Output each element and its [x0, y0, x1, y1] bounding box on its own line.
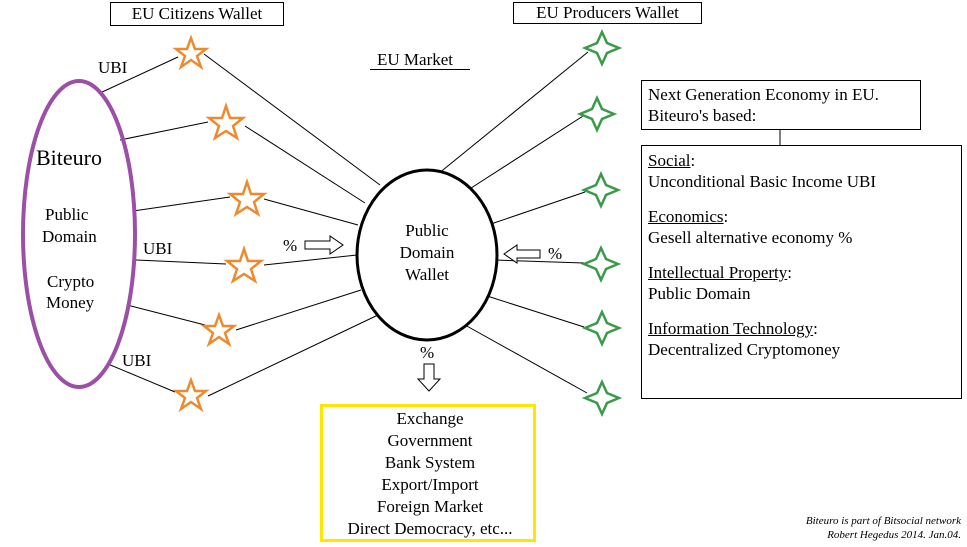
eu-market-underline — [370, 69, 470, 70]
producer-connector-4 — [494, 259, 585, 264]
outlets-box — [320, 404, 536, 542]
wallet-line: Public — [405, 221, 449, 240]
ellipse-to-star-3 — [132, 196, 231, 212]
credit-note: Biteuro is part of Bitsocial network Rob… — [806, 514, 961, 542]
next-generation-line: Biteuro's based: — [648, 106, 757, 125]
producer-star-4 — [580, 244, 622, 284]
arrow-left-icon — [503, 244, 541, 264]
arrow-right-icon — [304, 235, 344, 255]
outlet-item: Export/Import — [381, 475, 479, 494]
producer-star-1 — [581, 28, 623, 68]
citizen-star-3 — [226, 178, 268, 217]
biteuro-title: Biteuro — [36, 145, 102, 170]
ellipse-to-star-1 — [99, 56, 179, 94]
principle-text: Unconditional Basic Income UBI — [648, 172, 877, 191]
outlet-item: Foreign Market — [376, 497, 484, 516]
percent-label-outflow: % — [420, 343, 435, 362]
principle-text: Decentralized Cryptomoney — [648, 340, 841, 359]
biteuro-line: Public — [45, 205, 89, 224]
principle-text: Public Domain — [648, 284, 751, 303]
citizen-star-2 — [205, 102, 247, 141]
connector-star-1 — [203, 53, 381, 186]
principle-heading: Information Technology — [648, 319, 814, 338]
wallet-line: Wallet — [405, 265, 449, 284]
producer-star-5 — [581, 308, 623, 348]
producer-connector-2 — [467, 115, 584, 191]
outlet-item: Direct Democracy, etc... — [347, 519, 513, 538]
connector-star-4 — [263, 254, 358, 266]
connector-star-5 — [235, 289, 362, 331]
principle-information-technology: Information Technology: Decentralized Cr… — [648, 318, 955, 360]
ellipse-to-star-2 — [119, 121, 209, 141]
wallet-line: Domain — [399, 243, 455, 262]
next-generation-line: Next Generation Economy in EU. — [648, 85, 879, 104]
producer-connector-6 — [464, 324, 588, 394]
eu-producers-wallet-label: EU Producers Wallet — [513, 2, 702, 24]
principle-economics: Economics: Gesell alternative economy % — [648, 206, 955, 248]
ellipse-to-star-4 — [135, 259, 227, 265]
producer-connectors — [437, 51, 589, 394]
principle-social: Social: Unconditional Basic Income UBI — [648, 150, 955, 192]
principle-text: Gesell alternative economy % — [648, 228, 853, 247]
producer-connector-1 — [437, 51, 589, 175]
producer-star-2 — [576, 94, 618, 134]
principles-box: Social: Unconditional Basic Income UBI E… — [641, 145, 962, 399]
ubi-label-top: UBI — [98, 58, 128, 77]
eu-citizens-wallet-label: EU Citizens Wallet — [110, 2, 284, 26]
principle-intellectual-property: Intellectual Property: Public Domain — [648, 262, 955, 304]
connector-star-6 — [207, 314, 379, 397]
ellipse-connectors — [99, 56, 231, 393]
credit-line: Robert Hegedus 2014. Jan.04. — [827, 529, 961, 541]
producer-connector-5 — [483, 294, 585, 328]
next-generation-box: Next Generation Economy in EU. Biteuro's… — [641, 80, 921, 130]
producer-star-6 — [581, 378, 623, 418]
principle-heading: Social — [648, 151, 691, 170]
credit-line: Biteuro is part of Bitsocial network — [805, 515, 961, 527]
biteuro-line: Domain — [42, 227, 97, 246]
outlet-item: Government — [387, 431, 473, 450]
producer-connector-3 — [487, 191, 586, 226]
producer-stars — [576, 28, 623, 418]
biteuro-line: Money — [46, 293, 95, 312]
connector-star-3 — [263, 198, 359, 226]
principle-heading: Economics — [648, 207, 724, 226]
public-domain-wallet-circle — [355, 168, 499, 342]
citizen-star-1 — [172, 34, 210, 71]
eu-market-label: EU Market — [377, 50, 454, 69]
outlets-list: Exchange Government Bank System Export/I… — [320, 408, 540, 540]
percent-label-inflow-left: % — [283, 236, 298, 255]
ubi-label-middle: UBI — [143, 239, 173, 258]
connector-star-2 — [244, 125, 366, 204]
biteuro-line: Crypto — [47, 272, 95, 291]
citizen-star-4 — [223, 245, 265, 284]
public-domain-wallet-label: Public Domain Wallet — [360, 220, 494, 286]
biteuro-ellipse — [21, 79, 137, 389]
ellipse-to-star-6 — [107, 363, 176, 393]
producer-star-3 — [580, 170, 622, 210]
citizen-star-6 — [172, 376, 210, 413]
arrow-down-icon — [416, 363, 442, 392]
percent-label-inflow-right: % — [548, 244, 563, 263]
outlet-item: Bank System — [384, 453, 476, 472]
citizen-connectors — [203, 53, 381, 397]
citizen-stars — [172, 34, 268, 413]
ubi-label-bottom: UBI — [122, 351, 152, 370]
principle-heading: Intellectual Property — [648, 263, 788, 282]
ellipse-to-star-5 — [126, 304, 206, 326]
citizen-star-5 — [200, 311, 238, 348]
outlet-item: Exchange — [396, 409, 464, 428]
